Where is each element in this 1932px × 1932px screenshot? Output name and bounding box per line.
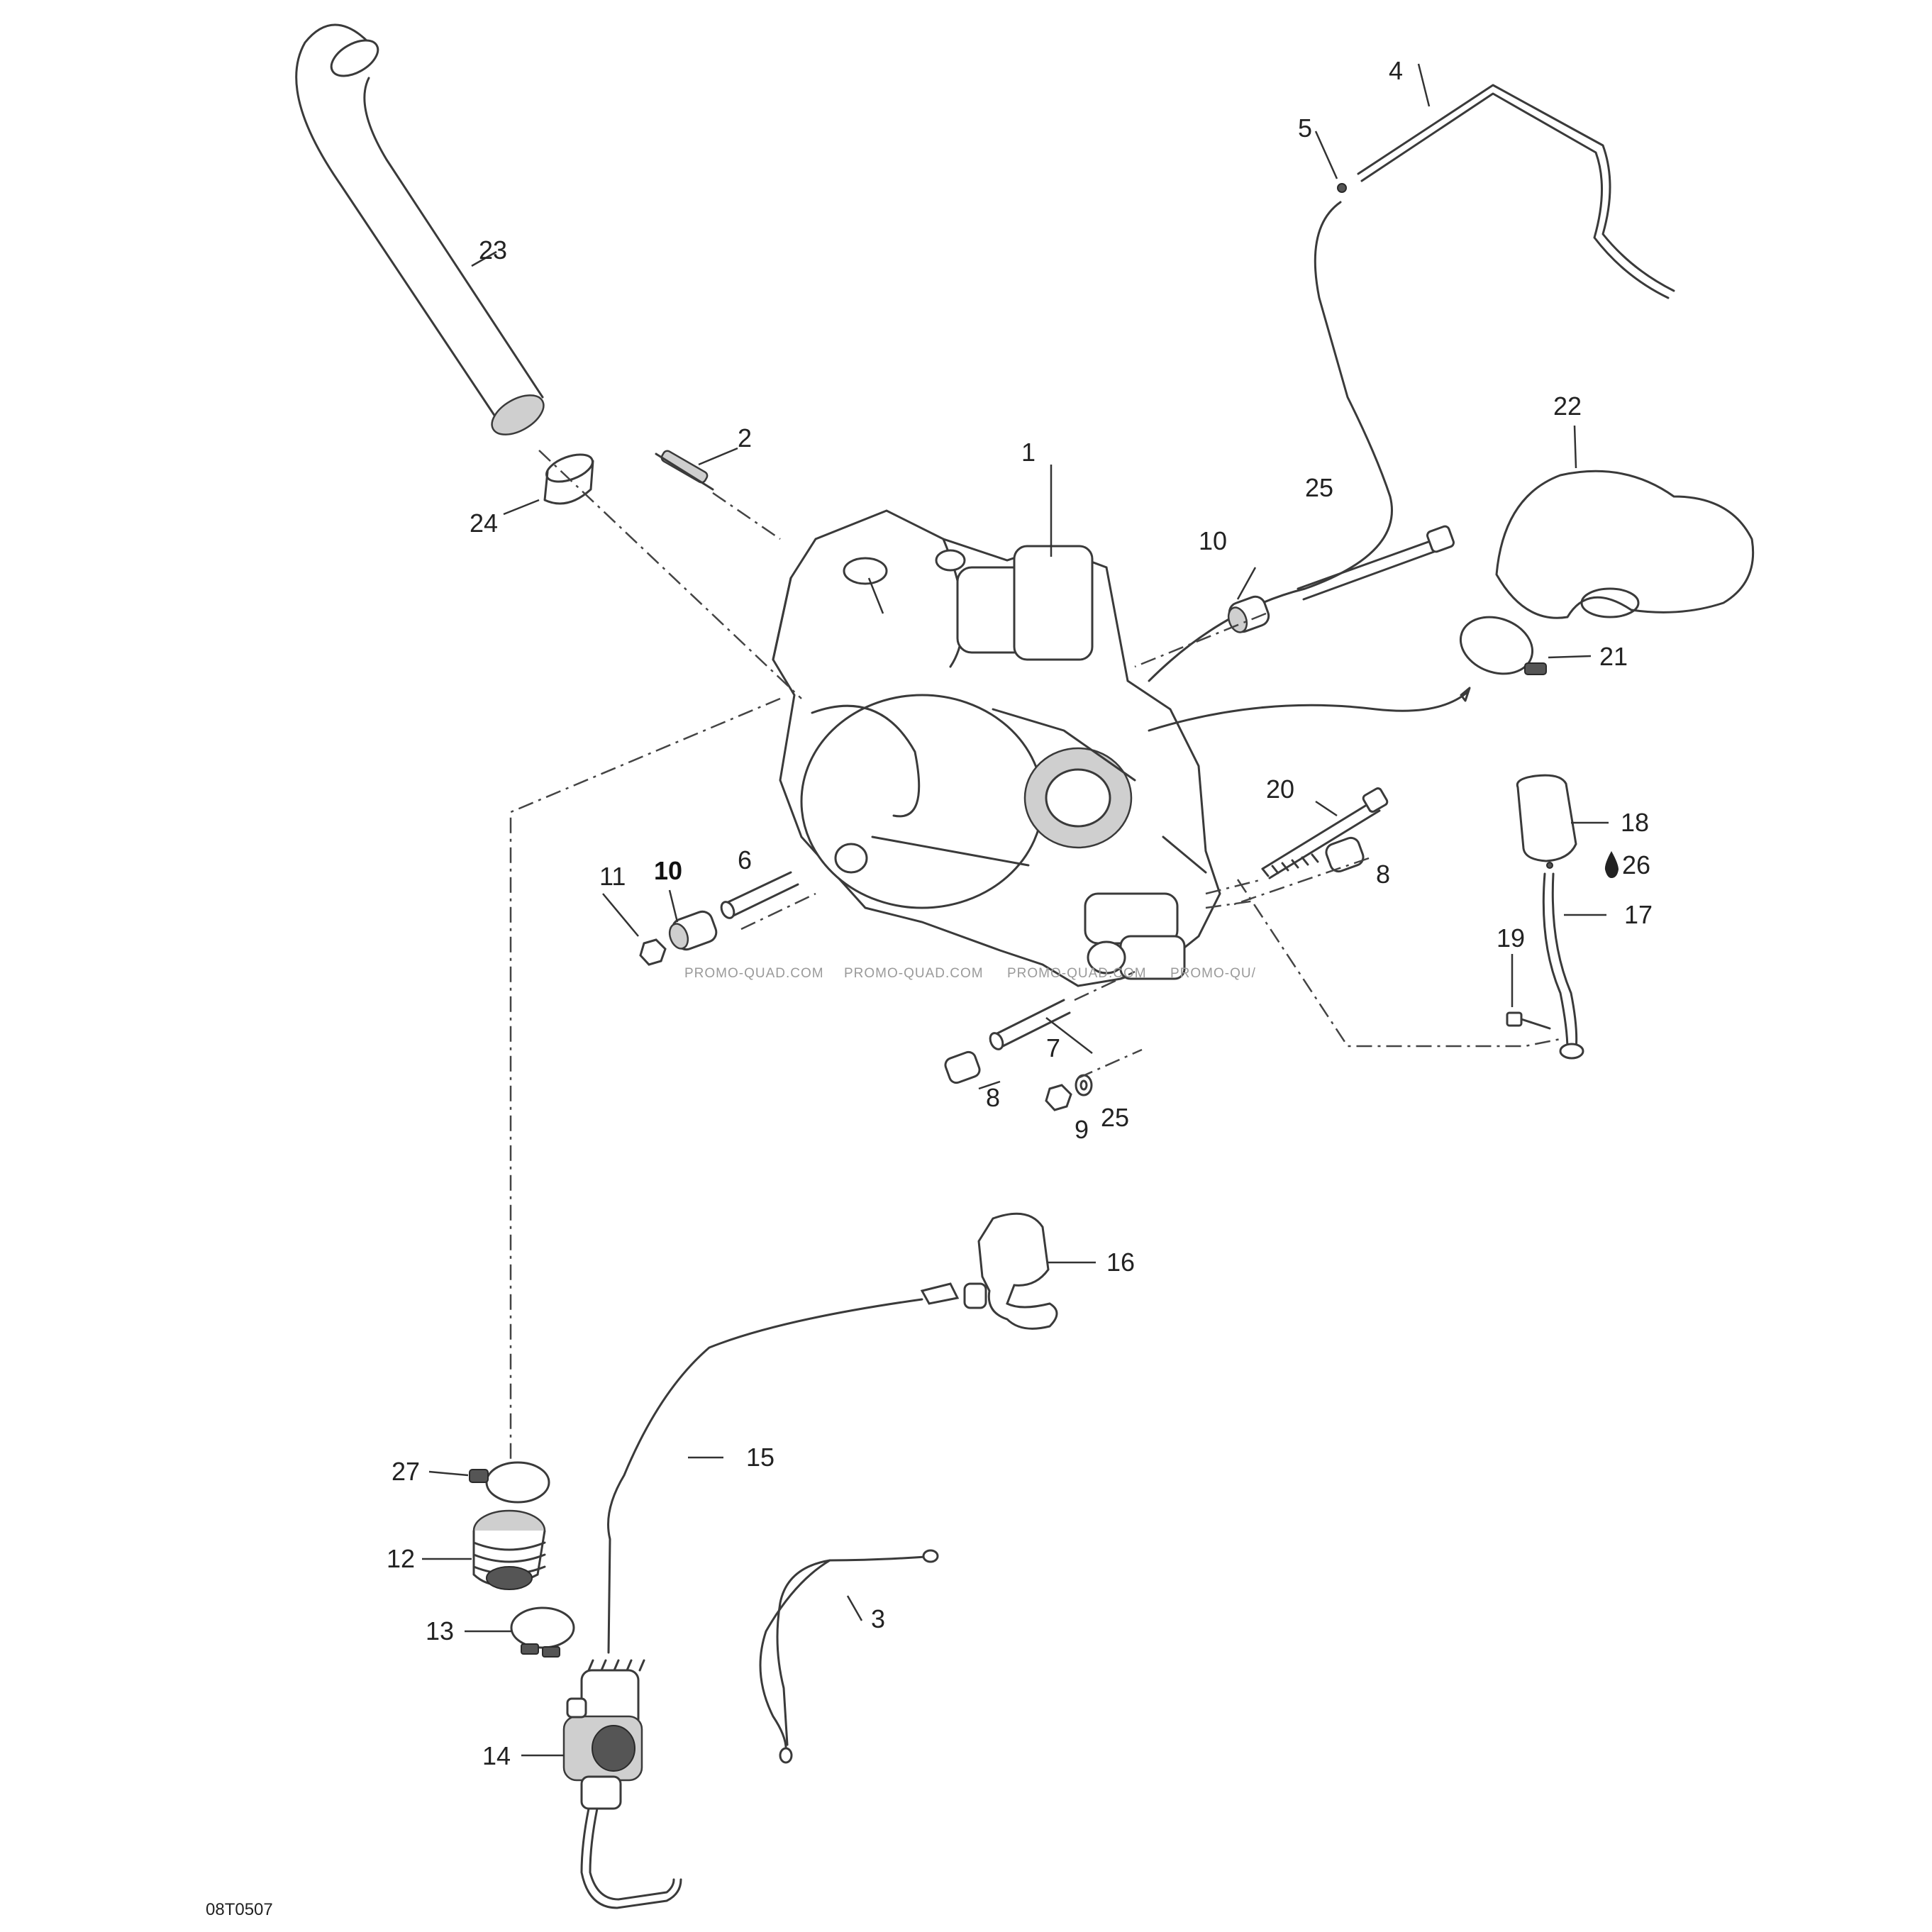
part-24-clamp (543, 453, 594, 505)
callout-24: 24 (470, 509, 498, 538)
part-9-nut (1045, 1084, 1072, 1111)
part-7-sleeve (989, 999, 1071, 1050)
part-19-screw (1506, 1011, 1551, 1030)
callout-19: 19 (1497, 923, 1525, 953)
part-25-bolt-long (1297, 525, 1455, 601)
part-6-sleeve (720, 871, 799, 919)
callout-1: 1 (1021, 438, 1036, 467)
callout-23: 23 (479, 235, 507, 265)
callout-16: 16 (1106, 1248, 1135, 1277)
part-25-washer (1075, 1074, 1093, 1097)
part-2-spark-plug (655, 450, 714, 491)
part-8-bushing-right (1325, 836, 1365, 873)
part-27-clamp (469, 1461, 550, 1504)
callout-27: 27 (392, 1457, 420, 1486)
callout-18: 18 (1621, 808, 1649, 837)
leader-lines (422, 63, 1609, 1757)
callout-11: 11 (599, 862, 626, 891)
part-13-clamp (510, 1606, 575, 1658)
part-20-bolt (1261, 787, 1389, 879)
watermark-text-3: PROMO-QUAD.COM (1007, 966, 1147, 981)
callout-8-right: 8 (1376, 860, 1390, 889)
watermark-text-2: PROMO-QUAD.COM (844, 966, 984, 981)
callout-14: 14 (482, 1741, 511, 1770)
part-3-choke-cable (759, 1549, 939, 1764)
callout-25-top: 25 (1305, 473, 1333, 502)
figure-code: 08T0507 (206, 1900, 273, 1919)
part-8-bushing-lower (944, 1050, 981, 1084)
callout-13: 13 (426, 1616, 454, 1645)
callout-labels: 1 2 3 4 5 6 7 8 8 9 10 10 11 12 13 14 15… (387, 56, 1653, 1770)
callout-10-top: 10 (1199, 526, 1227, 555)
part-14-carburetor (562, 1659, 682, 1909)
part-23-exhaust-pipe (295, 23, 545, 435)
callout-25-lower: 25 (1101, 1103, 1129, 1132)
callout-20: 20 (1266, 775, 1294, 804)
part-18-cap (1516, 774, 1577, 869)
part-11-nut (639, 938, 667, 966)
callout-6: 6 (738, 845, 752, 875)
watermark-text-1: PROMO-QUAD.COM (684, 966, 824, 981)
watermark: PROMO-QUAD.COM PROMO-QUAD.COM PROMO-QUAD… (684, 966, 1256, 981)
assembly-lines (509, 450, 1561, 1461)
part-15-throttle-cable (607, 1298, 923, 1654)
callout-22: 22 (1553, 392, 1582, 421)
callout-10-left: 10 (654, 856, 682, 885)
callout-17: 17 (1624, 900, 1653, 929)
callout-9: 9 (1075, 1115, 1089, 1144)
callout-21: 21 (1599, 642, 1628, 671)
part-10-bushing-left (668, 910, 718, 951)
watermark-text-4: PROMO-QU/ (1170, 966, 1256, 981)
part-4-vent-hose (1357, 84, 1675, 299)
callout-12: 12 (387, 1544, 415, 1573)
callout-4: 4 (1389, 56, 1403, 85)
callout-15: 15 (746, 1443, 775, 1472)
callout-7: 7 (1046, 1033, 1060, 1062)
oil-drop-icon (1604, 851, 1619, 878)
callout-5: 5 (1298, 113, 1312, 143)
part-12-intake-boot (472, 1509, 546, 1590)
part-17-dipstick (1542, 872, 1584, 1060)
part-22-boot (1495, 470, 1755, 619)
part-5-fitting (1148, 183, 1393, 682)
part-16-throttle-housing (920, 1212, 1058, 1330)
callout-2: 2 (738, 423, 752, 453)
part-21-hose-clamp (1148, 616, 1547, 732)
callout-8-lower: 8 (986, 1083, 1000, 1112)
part-1-engine (772, 509, 1221, 987)
callout-3: 3 (871, 1604, 885, 1633)
callout-26: 26 (1622, 850, 1650, 879)
part-10-bushing-top (1227, 595, 1270, 633)
